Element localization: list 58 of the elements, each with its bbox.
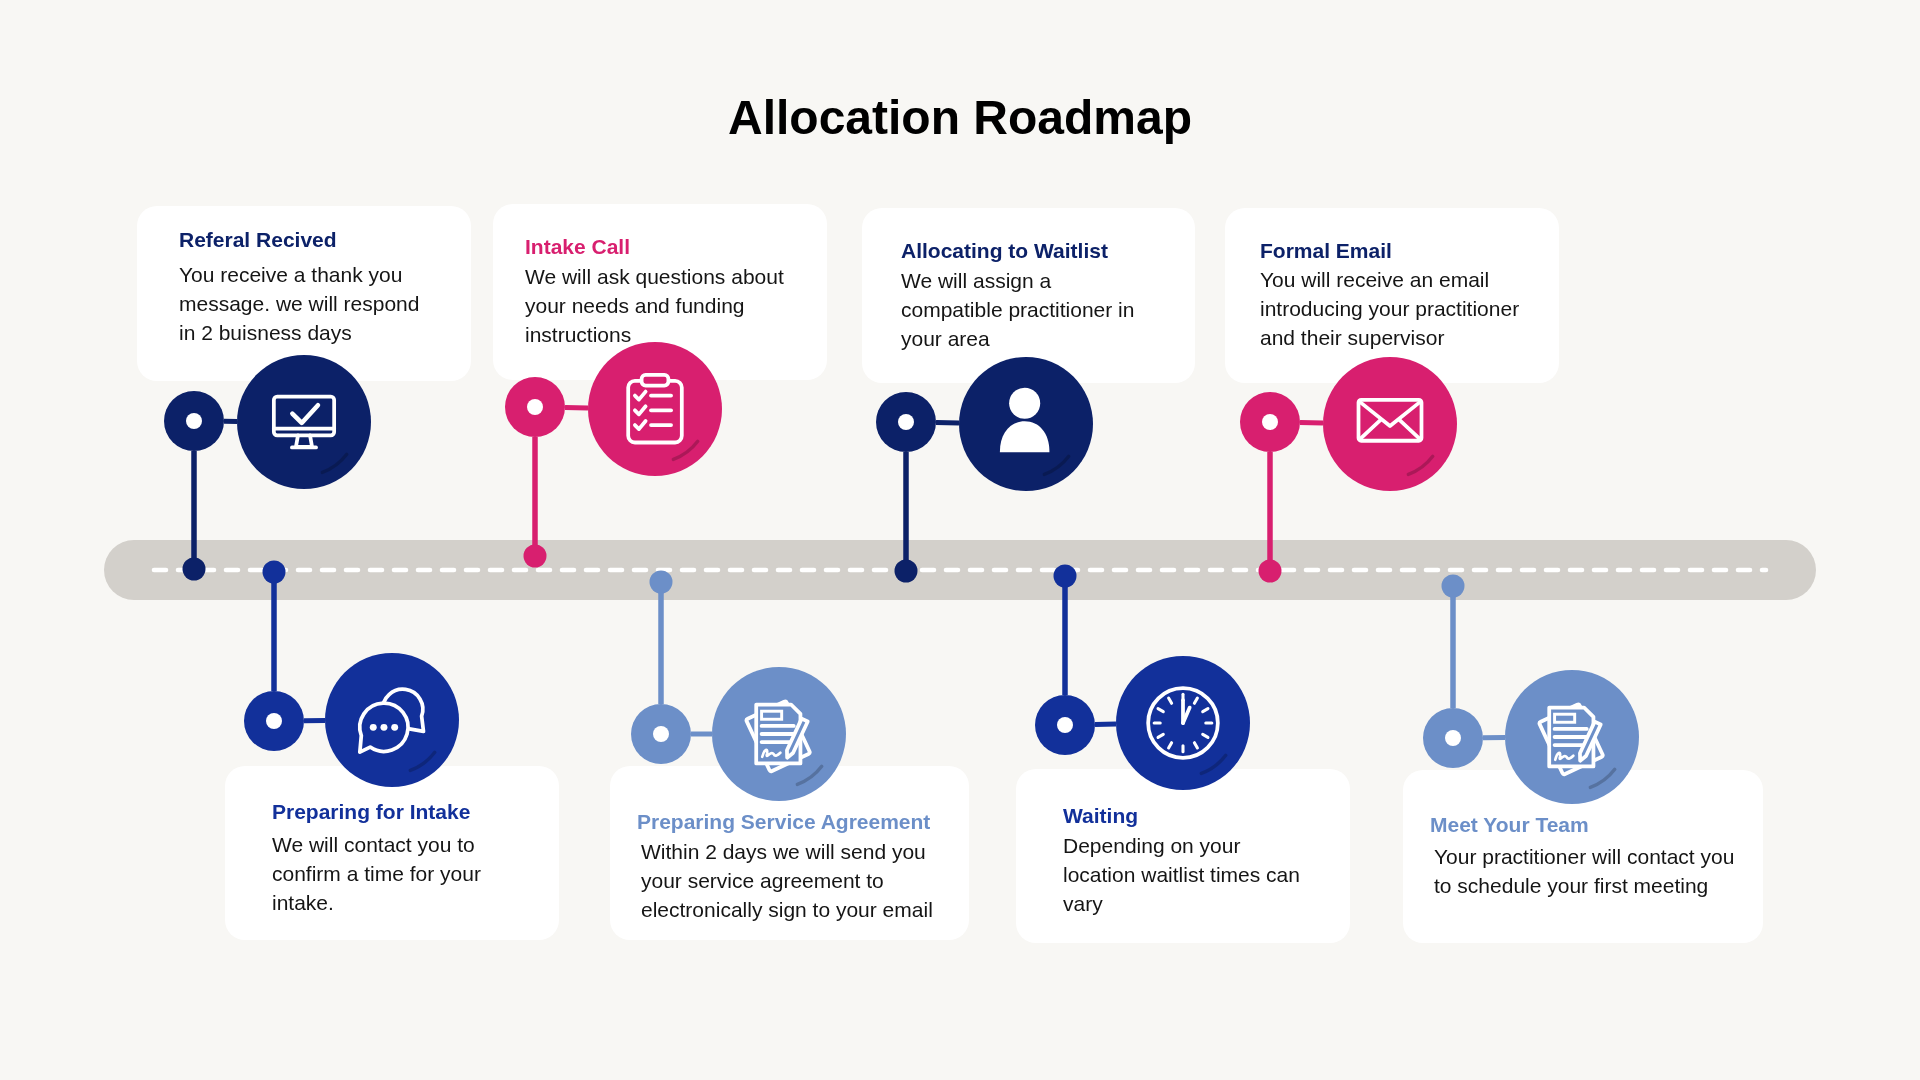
step-card (137, 206, 471, 381)
step-card (1403, 770, 1763, 943)
signed-document-icon (712, 667, 846, 801)
connector-line (935, 420, 960, 426)
stem-line (1053, 564, 1077, 695)
stem-line (649, 570, 673, 704)
connector-line (1483, 735, 1505, 741)
page-title: Allocation Roadmap (728, 90, 1192, 146)
step-card (225, 766, 559, 940)
step-heading: Referal Recived (179, 227, 338, 253)
step-description: We will ask questions about your needs and funding instructions (525, 264, 785, 348)
step-description: We will contact you to confirm a time for your intake. (272, 832, 482, 916)
stem-line (894, 452, 918, 583)
step-heading: Formal Email (1260, 238, 1393, 264)
step-heading: Meet Your Team (1430, 812, 1590, 838)
stem-line (182, 451, 206, 581)
stem-line (1258, 452, 1282, 583)
envelope-icon (1323, 357, 1457, 491)
connector-line (564, 405, 589, 411)
step-card (493, 204, 827, 380)
timeline-bar (104, 540, 1816, 600)
ring-marker-icon (505, 377, 565, 437)
step-heading: Allocating to Waitlist (901, 238, 1109, 264)
step-card (1016, 769, 1350, 943)
connector-line (1094, 721, 1117, 727)
step-description: Your practitioner will contact you to schedule your first meeting (1434, 844, 1736, 899)
step-description: Within 2 days we will send you your service agreement to electronically sign to your email (641, 839, 934, 923)
clipboard-checklist-icon (588, 342, 722, 476)
connector-line (304, 718, 325, 724)
clock-icon (1116, 656, 1250, 790)
person-icon (959, 357, 1093, 491)
ring-marker-icon (1240, 392, 1300, 452)
step-card (1225, 208, 1559, 383)
connector-line (691, 731, 712, 737)
chat-bubbles-icon (325, 653, 459, 787)
ring-marker-icon (1423, 708, 1483, 768)
connector-line (1299, 420, 1324, 426)
signed-document-icon (1505, 670, 1639, 804)
step-description: You receive a thank you message. we will respond in 2 buisness days (179, 262, 421, 346)
step-card (862, 208, 1195, 383)
step-description: Depending on your location waitlist times can vary (1063, 833, 1301, 917)
monitor-check-icon (237, 355, 371, 489)
step-description: We will assign a compatible practitioner in your area (901, 268, 1136, 352)
ring-marker-icon (876, 392, 936, 452)
ring-marker-icon (164, 391, 224, 451)
step-description: You will receive an email introducing your practitioner and their supervisor (1260, 267, 1521, 351)
stem-line (523, 437, 547, 568)
step-card (610, 766, 969, 940)
stem-line (1441, 574, 1465, 708)
ring-marker-icon (244, 691, 304, 751)
stem-line (262, 560, 286, 691)
ring-marker-icon (1035, 695, 1095, 755)
step-heading: Preparing for Intake (272, 799, 472, 825)
connector-line (224, 418, 237, 424)
step-heading: Intake Call (525, 234, 632, 260)
step-heading: Preparing Service Agreement (637, 809, 932, 835)
ring-marker-icon (631, 704, 691, 764)
step-heading: Waiting (1063, 803, 1140, 829)
